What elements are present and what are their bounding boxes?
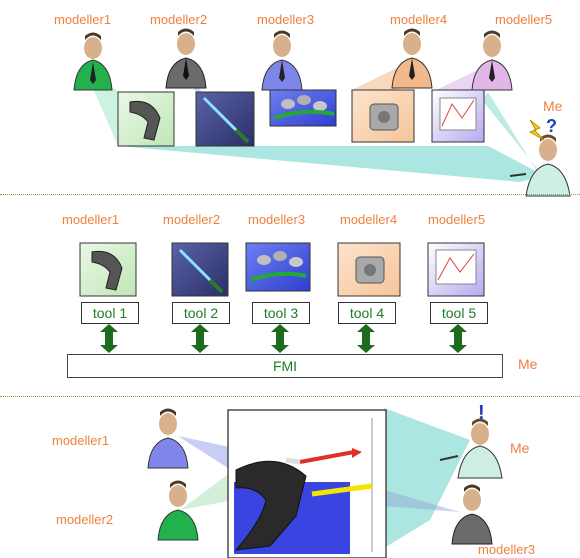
question-mark: ? — [546, 116, 557, 136]
tool-2-box: tool 2 — [172, 302, 230, 324]
section2-modeller5-label: modeller5 — [428, 212, 486, 227]
tool-fmi-arrows — [100, 324, 467, 353]
double-arrow-2 — [191, 324, 209, 353]
model-image-1-top — [117, 91, 175, 147]
double-arrow-4 — [357, 324, 375, 353]
modeller2-figure-bottom — [157, 480, 199, 541]
divider-2 — [0, 396, 580, 397]
section1-modeller1-label: modeller1 — [54, 12, 112, 27]
model-image-3-mid — [245, 242, 311, 292]
beam-me-top — [118, 146, 545, 182]
section3-modeller1-label: modeller1 — [52, 433, 110, 448]
model-image-5-mid — [427, 242, 485, 297]
modeller3-figure-top — [261, 30, 303, 91]
section3-modeller2-label: modeller2 — [56, 512, 114, 527]
section2-me-label: Me — [518, 356, 538, 372]
section1-modeller3-label: modeller3 — [257, 12, 315, 27]
beam-modeller2-bottom — [180, 470, 234, 510]
section2-modeller4-label: modeller4 — [340, 212, 398, 227]
me-figure-bottom — [439, 418, 503, 479]
tool-5-box: tool 5 — [430, 302, 488, 324]
section1-me-label: Me — [543, 98, 563, 114]
model-image-2-mid — [171, 242, 229, 297]
section1-modeller5-label: modeller5 — [495, 12, 553, 27]
double-arrow-3 — [271, 324, 289, 353]
modeller3-figure-bottom — [451, 484, 493, 545]
modeller5-figure-top — [471, 30, 513, 91]
section1-modeller2-label: modeller2 — [150, 12, 208, 27]
section1-modeller4-label: modeller4 — [390, 12, 448, 27]
beam-modeller1-bottom — [178, 436, 234, 472]
fmi-bar: FMI — [67, 354, 503, 378]
me-figure-top — [509, 119, 571, 197]
model-view-bottom — [227, 409, 387, 558]
section3-modeller3-label: modeller3 — [478, 542, 536, 557]
double-arrow-5 — [449, 324, 467, 353]
modeller2-figure-top — [165, 28, 207, 89]
model-image-5-top — [431, 89, 485, 143]
modeller1-figure-bottom — [147, 408, 189, 469]
model-image-3-top — [269, 89, 337, 127]
section2-modeller2-label: modeller2 — [163, 212, 221, 227]
section3-me-label: Me — [510, 440, 530, 456]
model-image-4-mid — [337, 242, 401, 297]
modeller4-figure-top — [391, 28, 433, 89]
modeller1-figure-top — [73, 32, 113, 91]
beam-me-bottom — [384, 408, 470, 548]
model-image-2-top — [195, 91, 255, 147]
double-arrow-1 — [100, 324, 118, 353]
section2-modeller3-label: modeller3 — [248, 212, 306, 227]
section2-modeller1-label: modeller1 — [62, 212, 120, 227]
model-image-1-mid — [79, 242, 137, 297]
tool-1-box: tool 1 — [81, 302, 139, 324]
model-image-4-top — [351, 89, 415, 143]
beam-modeller3-bottom — [384, 490, 460, 512]
beam-me-side — [482, 92, 548, 182]
tool-3-box: tool 3 — [252, 302, 310, 324]
divider-1 — [0, 194, 580, 195]
exclamation-mark: ! — [478, 402, 485, 424]
tool-4-box: tool 4 — [338, 302, 396, 324]
